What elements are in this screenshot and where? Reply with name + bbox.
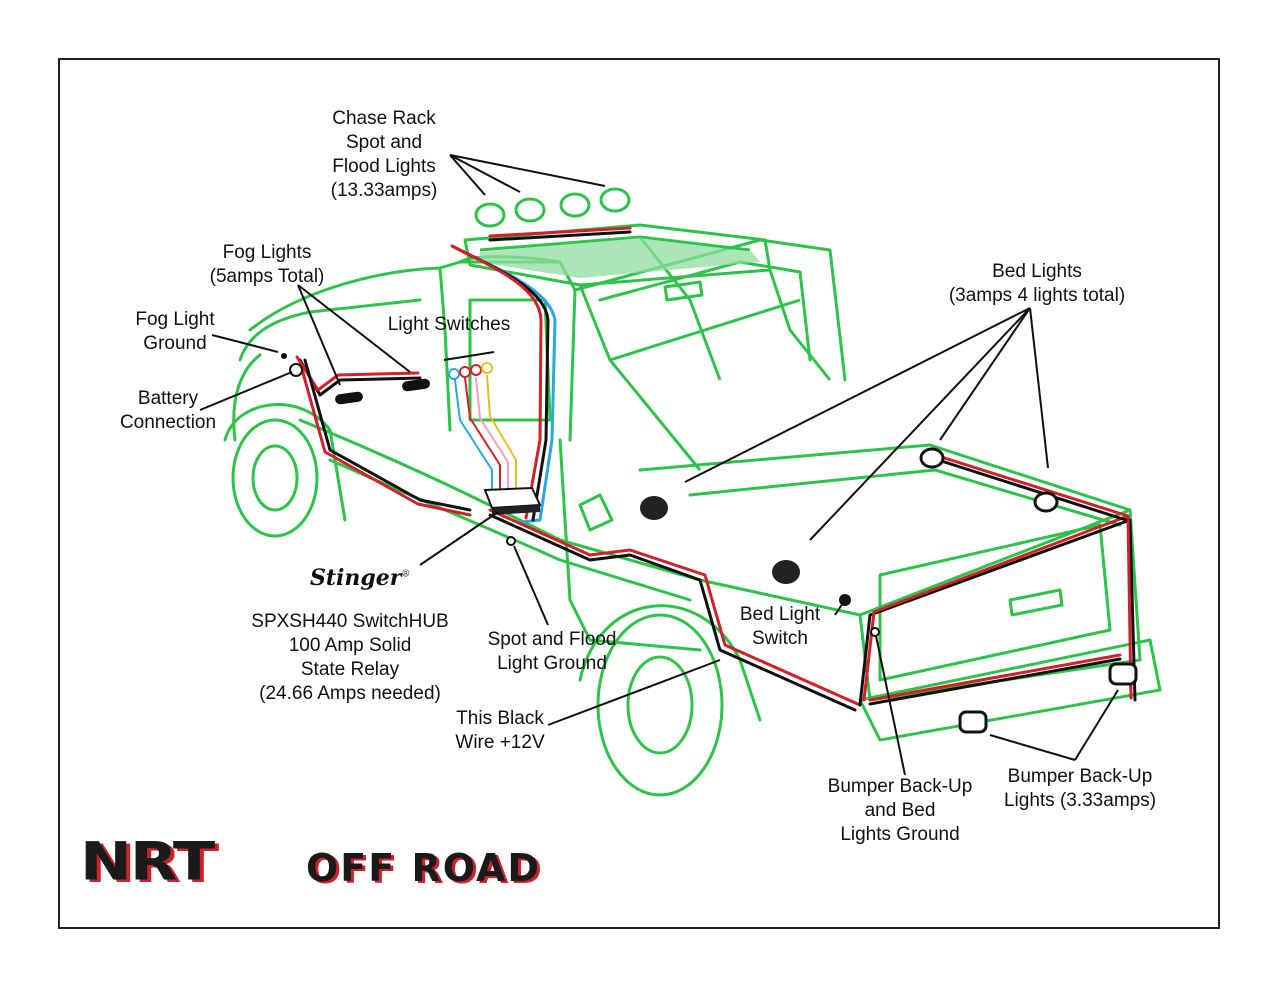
- label-chase-rack: Chase Rack Spot and Flood Lights (13.33a…: [331, 107, 438, 203]
- bed-light-1: [640, 496, 668, 520]
- bumper-light-left: [958, 710, 988, 734]
- label-line: (3amps 4 lights total): [948, 285, 1126, 306]
- label-bumper-lights: Bumper Back-Up Lights (3.33amps): [1004, 765, 1156, 813]
- label-line: (13.33amps): [330, 180, 438, 201]
- bed-light-3: [919, 447, 945, 469]
- fog-light-left: [335, 391, 363, 405]
- label-line: Wire +12V: [455, 732, 545, 753]
- components: [281, 353, 1138, 734]
- label-line: SPXSH440 SwitchHUB: [251, 611, 449, 632]
- rack-glass-panel: [478, 238, 760, 278]
- label-line: Ground: [143, 333, 207, 354]
- off-road-logo: OFF ROAD: [306, 846, 541, 890]
- label-line: (24.66 Amps needed): [259, 683, 441, 704]
- label-line: Bed Lights: [992, 261, 1082, 282]
- label-bed-light-switch: Bed Light Switch: [740, 603, 820, 651]
- label-line: Fog Lights: [222, 242, 312, 263]
- label-line: Bumper Back-Up: [1007, 766, 1153, 787]
- nrt-logo: NRT: [80, 830, 215, 893]
- stinger-logo-text: Stinger: [310, 565, 402, 591]
- rack-lights: [474, 187, 631, 228]
- label-line: Connection: [119, 412, 217, 433]
- label-line: Light Switches: [387, 314, 511, 335]
- label-line: Lights Ground: [840, 824, 960, 845]
- label-line: Light Ground: [497, 653, 607, 674]
- label-bed-lights: Bed Lights (3amps 4 lights total): [949, 260, 1125, 308]
- label-line: Bed Light: [739, 604, 821, 625]
- label-line: Battery: [137, 388, 199, 409]
- leader-lines: [199, 154, 1119, 776]
- label-line: Chase Rack: [332, 108, 436, 129]
- light-switch-knobs: [448, 362, 493, 380]
- label-light-switches: Light Switches: [388, 313, 511, 337]
- label-battery-connection: Battery Connection: [120, 387, 216, 435]
- label-line: Spot and: [345, 132, 423, 153]
- label-line: Switch: [752, 628, 808, 649]
- label-line: (5amps Total): [209, 266, 325, 287]
- label-bumper-ground: Bumper Back-Up and Bed Lights Ground: [828, 775, 973, 847]
- fog-ground-point: [281, 353, 287, 359]
- label-fog-light-ground: Fog Light Ground: [135, 308, 214, 356]
- diagram-frame: [58, 58, 1220, 929]
- label-line: This Black: [456, 708, 544, 729]
- label-line: Flood Lights: [332, 156, 436, 177]
- label-fog-lights: Fog Lights (5amps Total): [210, 241, 325, 289]
- bumper-light-right: [1108, 662, 1138, 686]
- fog-light-right: [402, 378, 430, 392]
- stinger-logo: Stinger®: [310, 565, 410, 591]
- label-spot-flood-ground: Spot and Flood Light Ground: [488, 628, 617, 676]
- trademark-symbol: ®: [401, 569, 411, 580]
- label-line: and Bed: [864, 800, 936, 821]
- label-line: State Relay: [300, 659, 400, 680]
- label-line: Lights (3.33amps): [1003, 790, 1157, 811]
- switchhub-relay: [483, 486, 542, 515]
- label-line: 100 Amp Solid: [288, 635, 412, 656]
- chase-rack: [463, 223, 832, 471]
- bumper-ground-point: [870, 627, 880, 637]
- label-line: Spot and Flood: [487, 629, 617, 650]
- wiring: [295, 226, 1137, 712]
- label-black-wire: This Black Wire +12V: [455, 707, 544, 755]
- label-line: Fog Light: [135, 309, 215, 330]
- label-line: Bumper Back-Up: [827, 776, 973, 797]
- bed-light-4: [1033, 491, 1059, 513]
- spot-flood-ground-point: [506, 536, 516, 546]
- label-switchhub: SPXSH440 SwitchHUB 100 Amp Solid State R…: [251, 610, 448, 706]
- bed-light-2: [772, 560, 800, 584]
- battery-terminal: [289, 363, 303, 377]
